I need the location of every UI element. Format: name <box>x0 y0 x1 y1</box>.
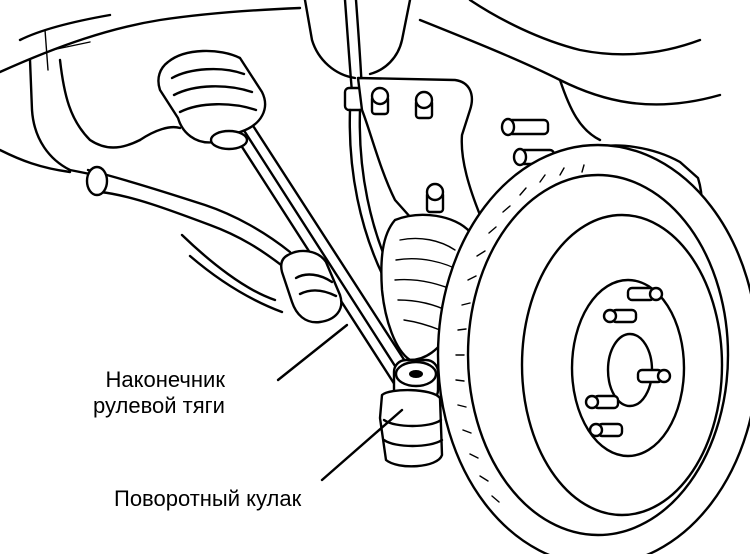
label-tie-rod-end: Наконечник рулевой тяги <box>93 367 225 419</box>
caliper-bolt <box>500 117 550 137</box>
wheel-stud <box>584 394 620 410</box>
bolt <box>370 86 390 116</box>
adjusting-sleeve <box>280 249 343 324</box>
knuckle-upper-plate <box>356 76 482 232</box>
label-steering-knuckle: Поворотный кулак <box>114 486 302 511</box>
ventilation-slots <box>455 164 585 503</box>
wheel-stud <box>602 308 638 324</box>
label-tie-rod-end-line1: Наконечник <box>105 367 225 392</box>
body-panel <box>0 6 302 177</box>
brake-disc <box>436 143 750 554</box>
tie-rod-end <box>378 358 444 468</box>
leader-line-tie-rod-end <box>276 323 349 382</box>
wheel-stud <box>636 368 672 384</box>
bolt <box>425 182 445 214</box>
tie-rod-boot <box>157 49 267 151</box>
lower-link <box>85 165 292 314</box>
wheel-stud <box>588 422 624 438</box>
label-tie-rod-end-line2: рулевой тяги <box>93 393 225 418</box>
leader-line-steering-knuckle <box>320 408 404 482</box>
strut-tower <box>303 0 722 142</box>
wheel-stud <box>626 286 664 302</box>
bolt <box>414 90 434 120</box>
